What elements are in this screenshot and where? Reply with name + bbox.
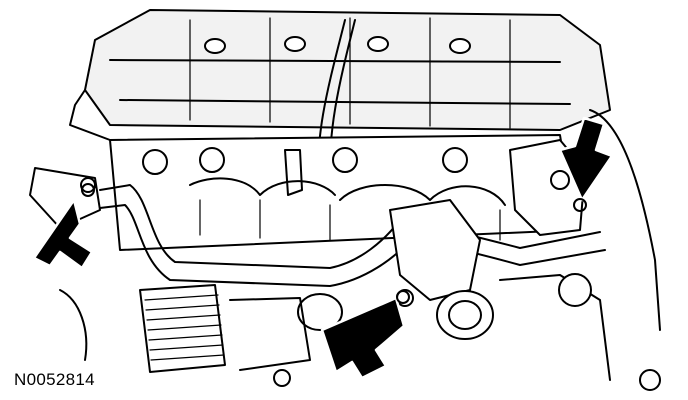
bolt-left: [81, 183, 95, 197]
valve-cover: [69, 9, 611, 191]
cylinder-head: [109, 134, 586, 251]
callout-arrow-center: [320, 296, 406, 380]
figure-id-label: N0052814: [14, 370, 95, 389]
bolt-center: [396, 290, 410, 304]
callout-arrow-right: [558, 116, 614, 202]
callout-arrow-left: [32, 198, 94, 270]
bolt-right: [573, 198, 587, 212]
engine-block: [59, 109, 661, 391]
oil-cooler: [139, 284, 226, 373]
